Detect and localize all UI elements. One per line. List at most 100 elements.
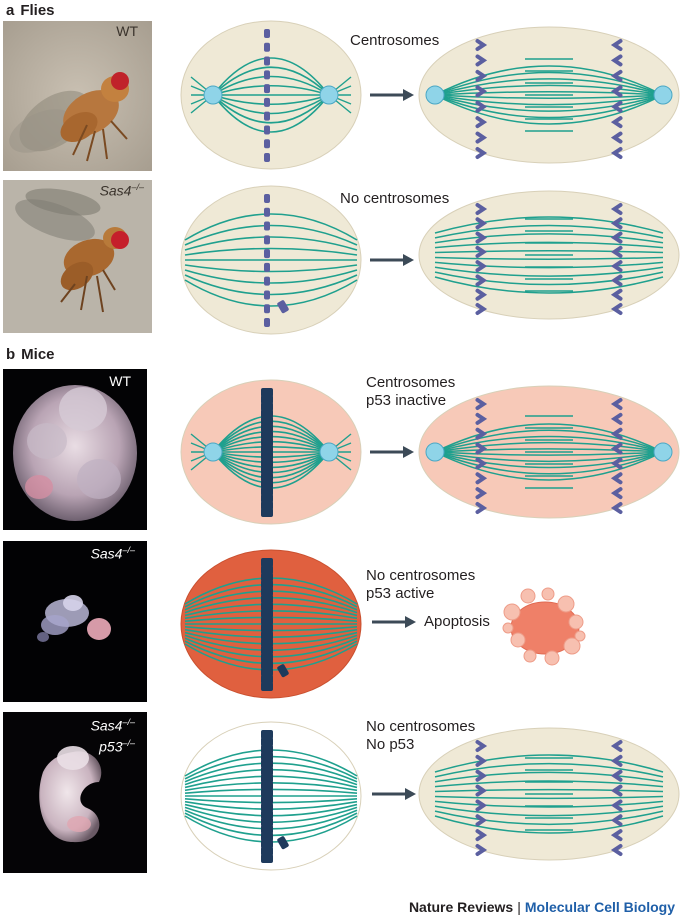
mouse-wt-anaphase-fiber (434, 423, 664, 453)
mouse-mutant-lagging-chromosome (277, 664, 289, 678)
fly-wt-label: WT (116, 23, 138, 39)
mouse-mutant-chromosome (261, 645, 273, 655)
mouse-wt-chromosome (261, 479, 273, 489)
fly-mutant-separated-chromosome (610, 288, 623, 301)
mouse-wt-anaphase-fiber (434, 448, 664, 453)
mouse-wt-separated-chromosome (610, 412, 623, 425)
fly-mutant-separated-chromosome (475, 303, 488, 315)
mouse-wt-separated-chromosome (475, 502, 488, 514)
fly-mutant-label: Sas4–/– (100, 182, 144, 199)
mouse-wt-separated-chromosome (475, 472, 488, 485)
mouse-mutant-chromosome (261, 572, 273, 582)
fly-wt-chromosome (264, 125, 270, 135)
fly-wt-spindle-fiber (212, 85, 330, 96)
fly-wt-anaphase-centrosome-right (653, 85, 673, 105)
panel-a-title: Flies (20, 2, 55, 19)
fly-wt-spindle-fiber (212, 57, 330, 96)
apoptotic-bleb (563, 637, 581, 655)
fly-wt-separated-chromosome (610, 39, 623, 51)
journal-credit: Nature Reviews|Molecular Cell Biology (409, 899, 675, 915)
mouse-double-anaphase-fiber (434, 800, 664, 808)
fly-wt-anaphase-fiber (434, 65, 664, 96)
mouse-double-chromosome (261, 766, 273, 776)
mouse-double-chromosome (261, 795, 273, 805)
fly-wt-metaphase-cell (180, 20, 362, 170)
mouse-wt-anaphase-centrosome-left (425, 442, 445, 462)
mouse-wt-chromosome (261, 430, 273, 440)
mouse-wt-anaphase-fiber (434, 441, 664, 453)
mouse-double-chromosome (261, 788, 273, 798)
mouse-double-chromosome (261, 810, 273, 820)
mouse-wt-centrosome-left (203, 442, 223, 462)
mouse-double-line2: p53–/– (91, 735, 135, 756)
mouse-wt-chromosome (261, 402, 273, 412)
mouse-wt-anaphase-fiber (434, 451, 664, 463)
fly-wt-separated-chromosome (610, 116, 623, 129)
mouse-wt-chromosome (261, 388, 273, 397)
mouse-double-separated-chromosome (610, 754, 623, 767)
mouse-wt-metaphase-cell (180, 379, 362, 525)
fly-mutant-chromosome (264, 221, 270, 231)
mouse-double-separated-chromosome (610, 829, 623, 842)
mouse-wt-arrow-head (403, 446, 414, 458)
mouse-row2-condition: No centrosomes p53 active (366, 567, 475, 603)
apoptotic-bleb (574, 630, 586, 642)
mouse-wt-separated-chromosome (610, 487, 623, 500)
mouse-row2-outcome: Apoptosis (424, 613, 490, 630)
mouse-mutant-chromosome (261, 638, 273, 648)
fly-mutant-separated-chromosome (475, 288, 488, 301)
fly-wt-image (3, 21, 152, 171)
fly-wt-anaphase-fiber (434, 94, 664, 125)
fly-wt-spindle-fiber (212, 75, 330, 96)
mouse-wt-chromosome (261, 409, 273, 419)
mouse-double-anaphase-fiber (434, 795, 664, 800)
mouse-double-separated-chromosome (610, 784, 623, 797)
mouse-wt-chromosome (261, 472, 273, 482)
mouse-double-anaphase-fiber (434, 810, 664, 826)
fly-mutant-spindle-fiber (184, 264, 358, 273)
fly-wt-centrosome-left (203, 85, 223, 105)
fly-wt-photo: WT (3, 21, 152, 171)
fly-mutant-spindle-fiber (184, 236, 358, 251)
mouse-row3-condition-line1: No centrosomes (366, 718, 476, 735)
fly-mutant-spindle-fiber (184, 269, 358, 284)
fly-mutant-separated-chromosome (475, 260, 488, 273)
mouse-double-chromosome (261, 730, 273, 739)
fly-wt-anaphase-fiber (434, 94, 664, 99)
mouse-double-chromosome (261, 744, 273, 754)
fly-wt-separated-chromosome (610, 147, 623, 159)
mouse-mutant-gene: Sas4 (90, 545, 123, 562)
fly-row1-condition: Centrosomes (350, 32, 440, 49)
mouse-mutant-chromosome (261, 601, 273, 611)
fly-wt-anaphase-centrosome-left (425, 85, 445, 105)
fly-mutant-separated-chromosome (475, 231, 488, 244)
fly-wt-separated-chromosome (610, 100, 623, 113)
panel-b-title: Mice (21, 346, 55, 363)
fly-mutant-chromosome (264, 318, 270, 327)
apoptotic-bleb (568, 614, 584, 630)
fly-wt-spindle-fiber (212, 94, 330, 115)
mouse-mutant-image (3, 541, 147, 702)
fly-mutant-lagging-chromosome (277, 300, 289, 314)
apoptotic-bleb (502, 622, 514, 634)
fly-mutant-separated-chromosome (610, 303, 623, 315)
mouse-double-gene2: p53 (99, 738, 123, 755)
subjournal-name: Molecular Cell Biology (524, 899, 675, 915)
fly-mutant-gene: Sas4 (99, 182, 132, 199)
fly-wt-separated-chromosome (610, 69, 623, 82)
mouse-double-chromosome (261, 737, 273, 747)
mouse-wt-chromosome (261, 465, 273, 475)
apoptotic-bleb (541, 587, 555, 601)
fly-mutant-separated-chromosome (475, 217, 488, 230)
mouse-mutant-chromosome (261, 594, 273, 604)
mouse-wt-separated-chromosome (475, 412, 488, 425)
fly-wt-separated-chromosome (610, 85, 623, 98)
mouse-double-metaphase-cell (180, 721, 362, 871)
mouse-mutant-chromosome (261, 558, 273, 567)
mouse-wt-chromosome (261, 458, 273, 468)
mouse-double-anaphase-fiber (434, 754, 664, 773)
mouse-double-chromosome (261, 773, 273, 783)
apoptotic-bleb (523, 649, 537, 663)
apoptotic-bleb (544, 650, 560, 666)
